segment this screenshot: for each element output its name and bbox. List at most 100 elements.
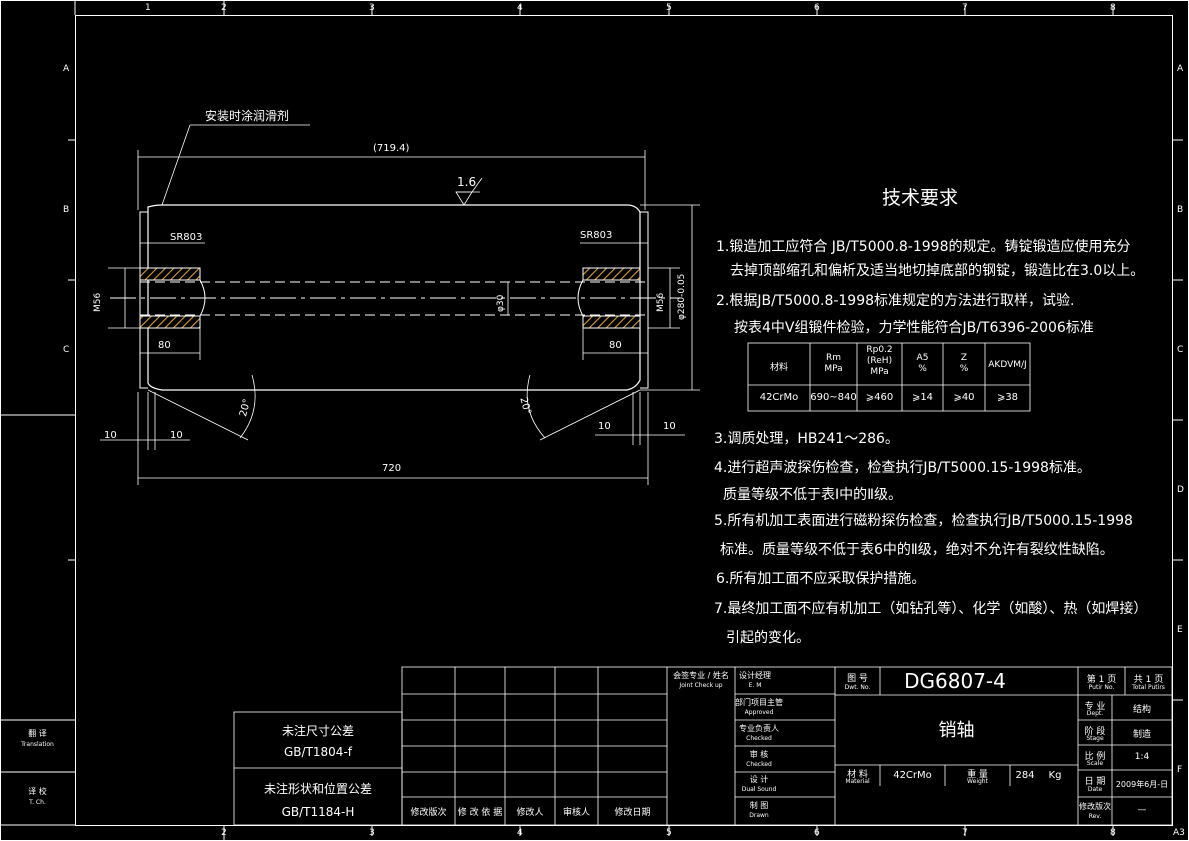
weight-label: 重 量	[967, 770, 988, 780]
requirement-line: 6.所有加工面不应采取保护措施。	[716, 571, 926, 587]
row-label: F	[1177, 765, 1183, 775]
date-label: 日 期	[1084, 777, 1106, 787]
property-header: Z%	[943, 353, 985, 375]
sr-right-dim: SR803	[580, 230, 613, 241]
drawing-number: DG6807-4	[904, 669, 1006, 693]
thread-left-dim: M56	[93, 292, 103, 312]
column-label: 8	[1110, 828, 1116, 838]
design-label-en: Dual Sound	[741, 786, 777, 793]
dept-label-en: Dept.	[1086, 710, 1104, 717]
property-cell: ⩾40	[953, 392, 975, 403]
joint-check-label: 会签专业 / 姓名	[673, 671, 729, 680]
property-header: 材料	[748, 360, 810, 373]
date-value: 2009年6月-日	[1115, 780, 1169, 789]
bore-dim: φ30	[496, 294, 506, 312]
sheet-number-en: Putir No.	[1088, 684, 1115, 691]
column-label: 2	[221, 3, 227, 13]
header-line: AKDVM/J	[988, 360, 1027, 370]
total-sheets-en: Total Putirs	[1132, 684, 1165, 691]
property-header: A5%	[902, 353, 943, 375]
requirement-line: 3.调质处理，HB241～286。	[714, 431, 899, 447]
column-label: 1	[145, 3, 151, 13]
depth-left-dim: 80	[158, 340, 171, 351]
weight-unit: Kg	[1048, 770, 1062, 781]
column-label: 8	[1110, 3, 1116, 13]
column-label: 3	[369, 3, 375, 13]
property-header: Rp0.2(ReH)MPa	[857, 345, 902, 378]
stage-label-en: Stage	[1086, 735, 1104, 742]
dept-label: 专 业	[1084, 702, 1106, 712]
row-label: A	[63, 64, 70, 74]
weight-value: 284	[1015, 770, 1035, 781]
requirement-line: 去掉顶部缩孔和偏析及适当地切掉底部的钢锭，锻造比在3.0以上。	[730, 263, 1145, 279]
chamfer-dim: 10	[663, 421, 676, 432]
thread-right-dim: M56	[656, 292, 666, 312]
revision-header: 修改日期	[614, 808, 651, 818]
row-label: B	[1177, 205, 1184, 215]
scale-label-en: Scale	[1086, 760, 1104, 767]
checked-label: 专业负责人	[739, 724, 779, 733]
column-label: 6	[814, 3, 820, 13]
design-label: 设 计	[749, 775, 769, 784]
sheet-size: A3	[1173, 828, 1185, 838]
column-label: 5	[666, 828, 672, 838]
header-line: Z	[960, 353, 968, 363]
column-label: 4	[517, 828, 523, 838]
geo-tolerance-title: 未注形状和位置公差	[263, 782, 372, 796]
linear-tolerance-title: 未注尺寸公差	[281, 724, 354, 738]
drawing-frame	[75, 15, 1173, 826]
requirements-title: 技术要求	[882, 187, 959, 209]
column-label: 3	[369, 828, 375, 838]
total-sheets: 共 1 页	[1133, 675, 1164, 685]
sr-left-dim: SR803	[170, 232, 203, 243]
depth-right-dim: 80	[609, 340, 622, 351]
row-label: A	[1177, 64, 1184, 74]
header-line: Rp0.2	[866, 345, 893, 355]
draw-label-en: Drawn	[749, 812, 769, 819]
revision-header: 修改人	[516, 808, 544, 818]
requirement-line: 5.所有机加工表面进行磁粉探伤检查，检查执行JB/T5000.15-1998	[714, 513, 1133, 529]
proofread-label: 译 校	[28, 787, 47, 796]
revision-header: 修改版次	[410, 808, 447, 818]
header-line: %	[918, 364, 927, 374]
drawing-no-label-en: Dwt. No.	[844, 684, 871, 691]
column-label: 7	[962, 3, 968, 13]
property-cell: ⩾14	[911, 392, 934, 403]
proofread-label-en: T. Ch.	[29, 799, 46, 806]
weight-label-en: Weight	[967, 778, 988, 785]
requirement-line: 质量等级不低于表Ⅰ中的Ⅱ级。	[723, 487, 903, 503]
roughness-value: 1.6	[457, 175, 477, 189]
column-label: 4	[517, 3, 523, 13]
header-line: 材料	[769, 363, 788, 373]
header-line: %	[959, 364, 969, 374]
scale-value: 1:4	[1134, 752, 1150, 762]
column-label: 5	[666, 3, 672, 13]
row-label: D	[1177, 485, 1184, 495]
requirement-line: 1.锻造加工应符合 JB/T5000.8-1998的规定。铸锭锻造应使用充分	[716, 239, 1131, 255]
draw-label: 制 图	[749, 801, 769, 810]
requirement-line: 4.进行超声波探伤检查，检查执行JB/T5000.15-1998标准。	[714, 460, 1091, 476]
revision-header: 审核人	[562, 808, 590, 818]
linear-tolerance-std: GB/T1804-f	[284, 745, 352, 759]
header-line: MPa	[824, 364, 843, 374]
overall-dim: 720	[382, 463, 402, 474]
property-cell: ⩾38	[996, 392, 1019, 403]
requirement-line: 按表4中V组锻件检验，力学性能符合JB/T6396-2006标准	[734, 320, 1094, 336]
sheet-number: 第 1 页	[1086, 675, 1117, 685]
stage-value: 制造	[1132, 730, 1151, 740]
translation-label-en: Translation	[21, 741, 54, 748]
header-line: Rm	[825, 353, 842, 363]
date-label-en: Date	[1087, 786, 1103, 793]
column-label: 6	[814, 828, 820, 838]
chamfer-dim: 10	[598, 421, 611, 432]
review-label-en: Checked	[746, 761, 772, 768]
property-table-grid	[747, 342, 1031, 412]
stage-label: 阶 段	[1084, 727, 1106, 737]
rev-label: 修改版次	[1079, 802, 1111, 811]
property-cell: ⩾460	[865, 392, 894, 403]
row-label: C	[1177, 345, 1184, 355]
row-ticks	[68, 139, 1183, 701]
header-line: MPa	[870, 367, 889, 377]
